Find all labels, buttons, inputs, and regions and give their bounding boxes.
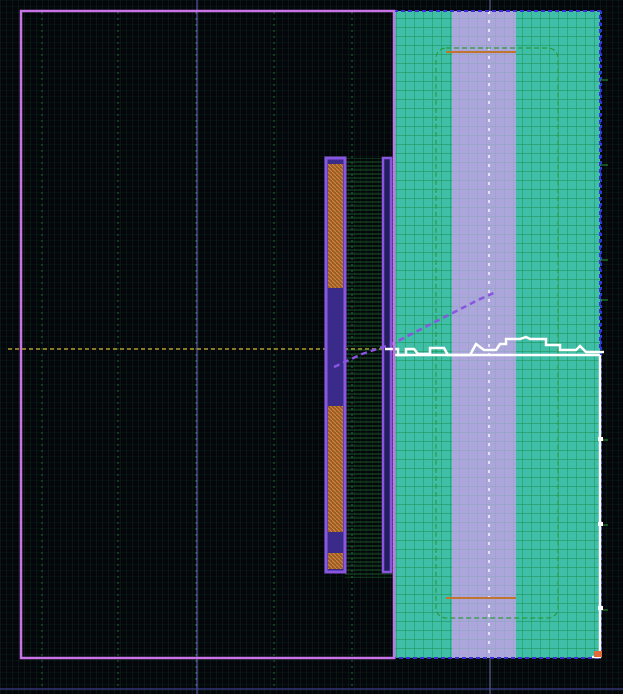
pin-column-left-border [324, 156, 347, 574]
pin-column-left-tracks-top [328, 164, 343, 288]
macro-block[interactable] [393, 10, 602, 659]
net-route-main [385, 335, 604, 357]
macro-inner-outline [435, 47, 559, 619]
net-dashed [333, 290, 497, 369]
macro-lavender-band [452, 11, 516, 658]
pin-column-left-tracks-foot [328, 553, 343, 569]
pin-column-left-tracks-bottom [328, 406, 343, 532]
net-markers [594, 437, 603, 657]
die-outline[interactable] [19, 9, 396, 660]
die-outline-rect [19, 9, 396, 660]
pin-column-right[interactable] [381, 156, 393, 574]
